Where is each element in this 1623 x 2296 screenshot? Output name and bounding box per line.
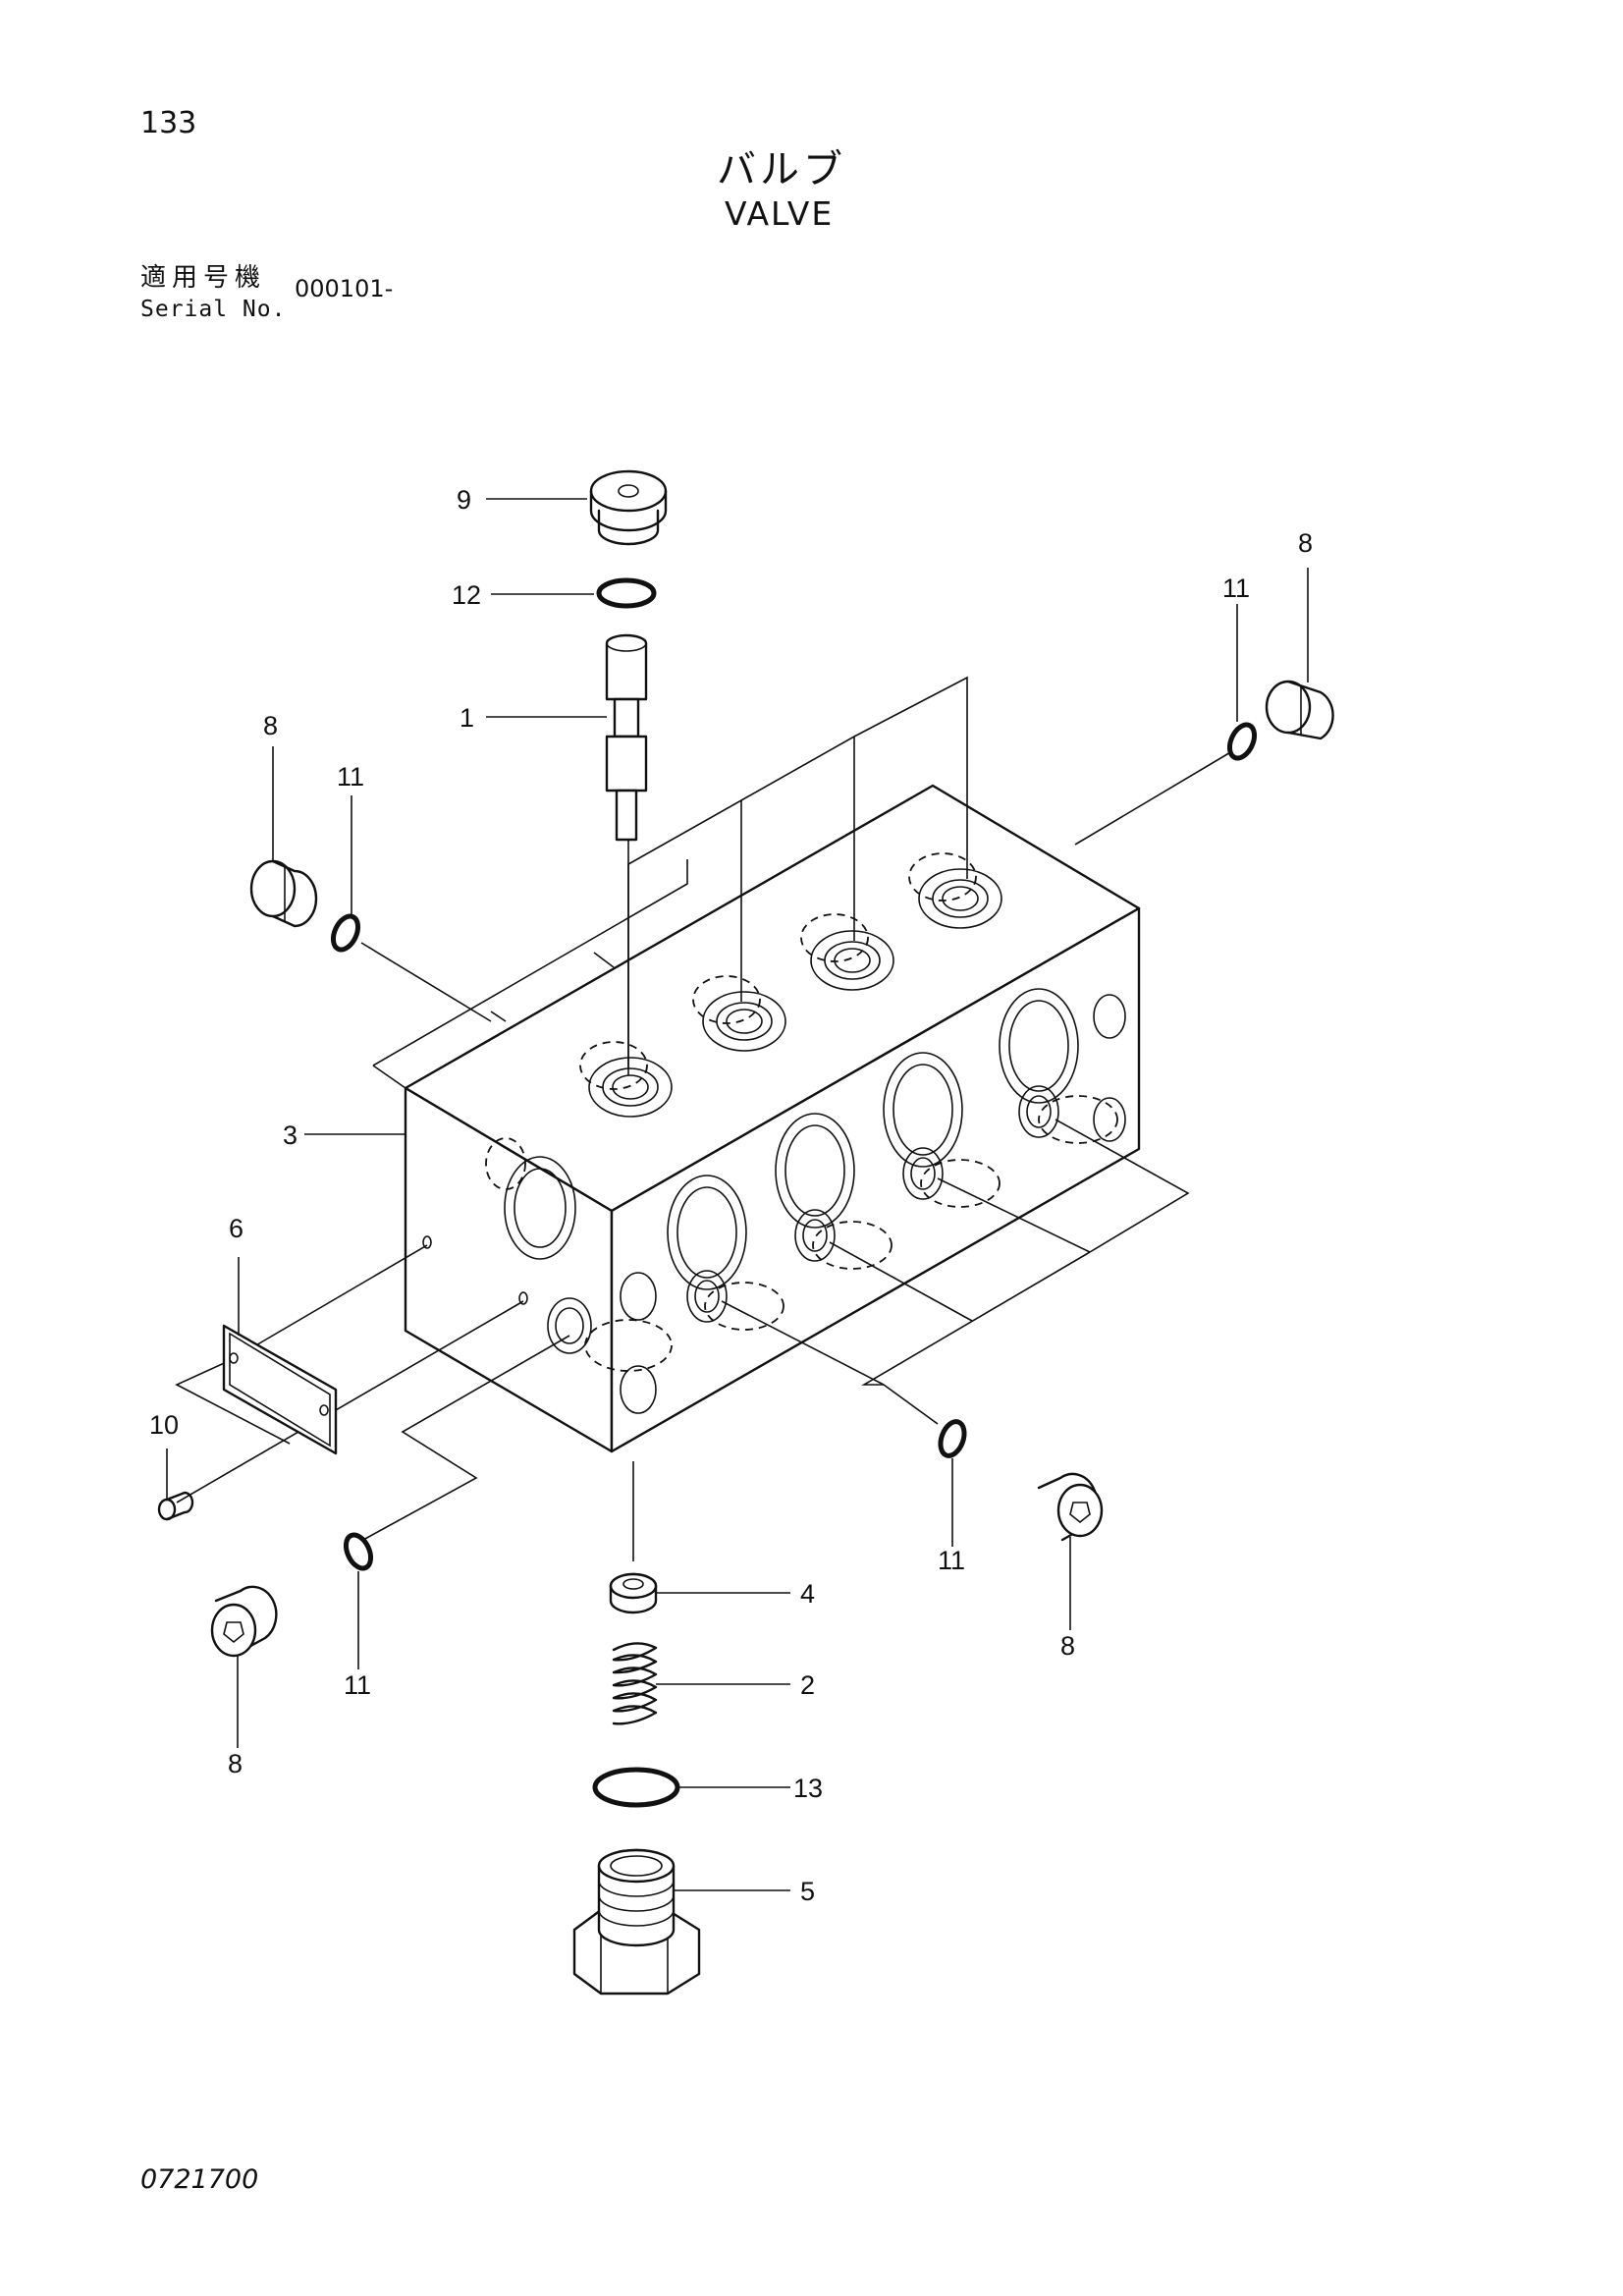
callout-5: 5 <box>800 1877 815 1906</box>
part-8-plug-right-bottom <box>1037 1472 1104 1542</box>
part-8-plug-left-top <box>249 859 318 928</box>
callout-8-right-bottom: 8 <box>1060 1631 1075 1661</box>
part-8-plug-left-bottom <box>210 1585 278 1658</box>
serial-label-japanese: 適用号機 <box>140 263 267 293</box>
part-11-oring-right-top <box>1226 722 1258 761</box>
page-number: 133 <box>140 106 197 140</box>
callout-numbers: 9 12 1 8 11 8 11 3 6 10 11 8 4 2 11 8 13… <box>149 485 1313 1906</box>
callout-3: 3 <box>283 1121 298 1150</box>
serial-label-english: Serial No. <box>140 297 287 322</box>
top-ports <box>579 852 1002 1118</box>
part-2-spring <box>612 1642 658 1725</box>
exploded-lines <box>175 676 1233 1561</box>
serial-number-value: 000101- <box>295 275 394 302</box>
callout-4: 4 <box>800 1579 815 1609</box>
part-1-spool <box>605 633 648 842</box>
callout-1: 1 <box>460 703 474 733</box>
callout-8-right-top: 8 <box>1298 528 1313 558</box>
title-english: VALVE <box>725 194 835 233</box>
part-11-oring-left-bottom <box>343 1532 374 1571</box>
part-4-poppet <box>609 1572 658 1614</box>
part-8-plug-right-top <box>1265 680 1334 740</box>
callout-8-left-top: 8 <box>263 711 278 740</box>
part-9-plug <box>589 469 668 546</box>
valve-block <box>404 784 1141 1453</box>
document-code: 0721700 <box>140 2164 259 2195</box>
callout-11-left-top: 11 <box>337 762 364 792</box>
callout-11-right-top: 11 <box>1222 574 1250 603</box>
part-12-oring <box>596 577 657 609</box>
part-6-plate <box>222 1324 338 1455</box>
callout-13: 13 <box>793 1774 823 1803</box>
part-13-oring <box>592 1767 680 1808</box>
left-face-ports <box>485 1137 592 1354</box>
callout-leaders <box>166 498 1309 1891</box>
title-japanese: バルブ <box>717 147 846 192</box>
part-11-oring-left-top <box>330 913 361 953</box>
callout-11-left-bottom: 11 <box>344 1670 371 1700</box>
callout-2: 2 <box>800 1670 815 1700</box>
callout-6: 6 <box>229 1214 243 1243</box>
callout-12: 12 <box>452 580 481 610</box>
callout-10: 10 <box>149 1410 179 1440</box>
callout-11-right-bottom: 11 <box>938 1546 965 1575</box>
front-face-ports <box>584 988 1126 1414</box>
callout-9: 9 <box>457 485 471 515</box>
callout-8-left-bottom: 8 <box>228 1749 243 1778</box>
part-11-oring-right-bottom <box>938 1419 967 1458</box>
part-5-plug <box>572 1848 701 1995</box>
